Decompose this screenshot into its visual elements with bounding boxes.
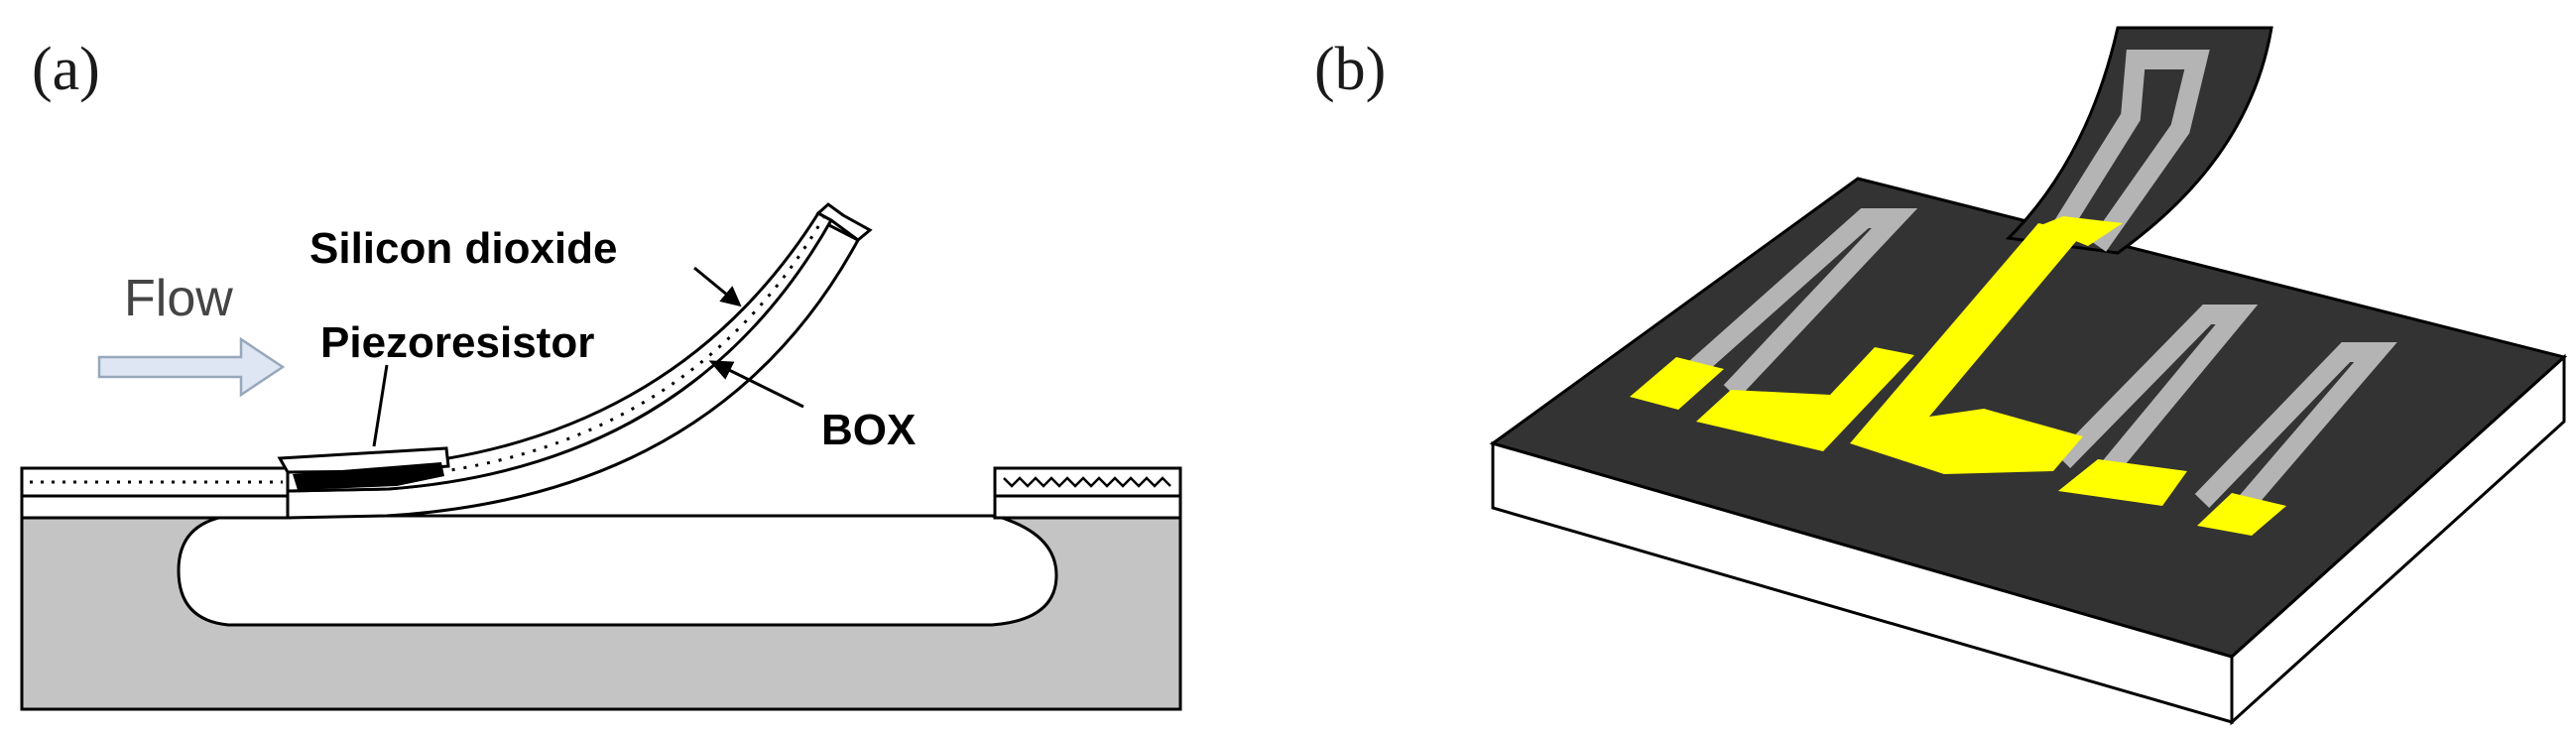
pad-center-l [1850,223,2083,474]
box-label: BOX [821,406,916,454]
resistor-1 [1679,208,1918,399]
pad-right-1 [2058,459,2187,506]
left-layer-stack [20,466,292,520]
right-layer-stack [993,466,1182,520]
resistor-4 [2194,342,2397,521]
piezoresistor-label: Piezoresistor [320,318,594,367]
panel-a-label: (a) [32,36,100,103]
pad-left-l [1696,347,1914,451]
piezoresistor [293,462,444,490]
silicon-dioxide-label: Silicon dioxide [309,224,618,273]
resistor-3 [2055,305,2259,483]
substrate [20,514,1182,711]
cavity [177,514,1058,627]
flow-arrow [97,336,286,398]
pad-right-2 [2197,493,2286,536]
pad-small-left [1630,357,1724,410]
flow-label: Flow [124,270,233,327]
resistors [1679,50,2397,521]
electrode-pads [1630,216,2286,536]
resistor-cantilever [2049,50,2210,252]
leader-lines [372,266,804,447]
pad-cantilever-bar [2038,216,2123,246]
panel-b-label: (b) [1314,36,1386,103]
